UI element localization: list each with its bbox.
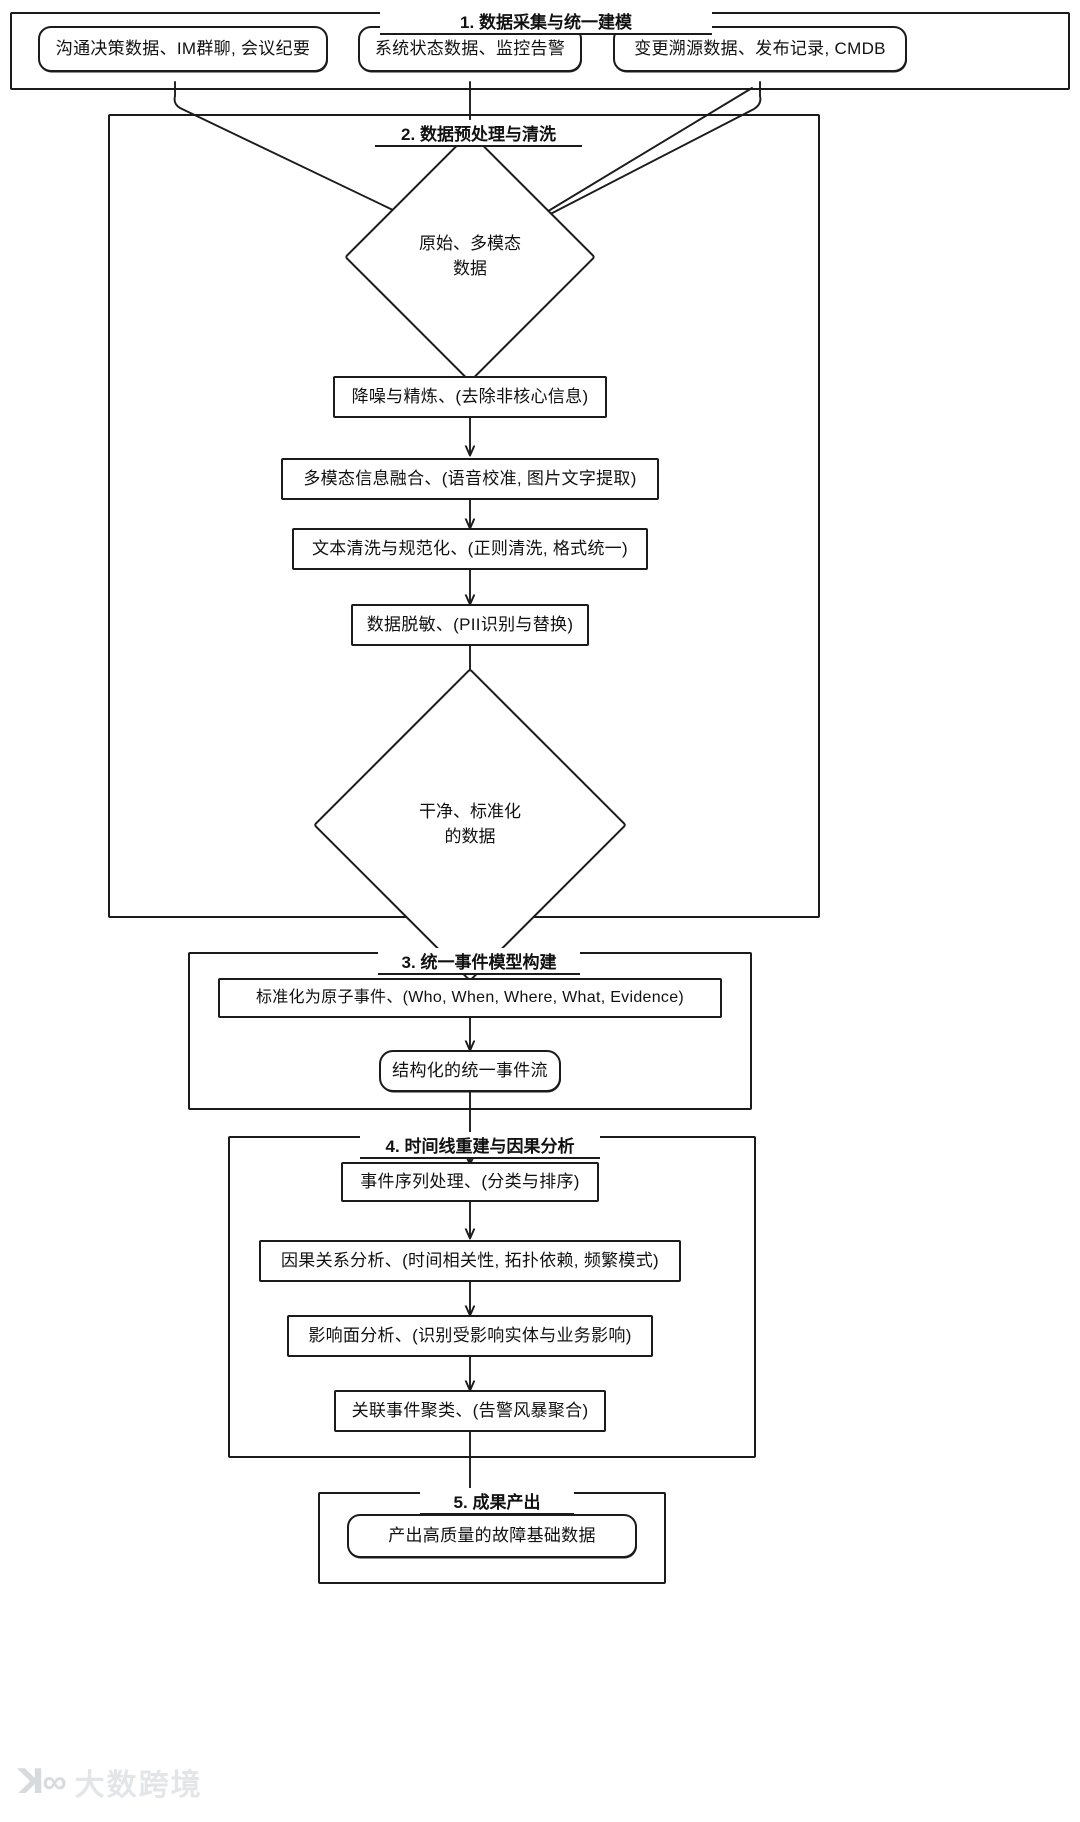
node-communication-data[interactable]: 沟通决策数据、IM群聊, 会议纪要 bbox=[38, 26, 328, 72]
section-1-title: 1. 数据采集与统一建模 bbox=[380, 8, 712, 35]
logo-icon: ꓘ∞ bbox=[18, 1763, 67, 1801]
node-impact-surface-analysis[interactable]: 影响面分析、(识别受影响实体与业务影响) bbox=[287, 1315, 653, 1357]
node-atomic-event-standardization[interactable]: 标准化为原子事件、(Who, When, Where, What, Eviden… bbox=[218, 978, 722, 1018]
watermark-text: 大数跨境 bbox=[74, 1769, 203, 1802]
section-2-title: 2. 数据预处理与清洗 bbox=[375, 120, 582, 147]
section-5-title: 5. 成果产出 bbox=[420, 1488, 574, 1515]
node-high-quality-fault-data[interactable]: 产出高质量的故障基础数据 bbox=[347, 1514, 637, 1558]
node-causal-relationship-analysis[interactable]: 因果关系分析、(时间相关性, 拓扑依赖, 频繁模式) bbox=[259, 1240, 681, 1282]
node-clean-standardized-data-label: 干净、标准化 的数据 bbox=[419, 802, 521, 846]
node-raw-multimodal-data[interactable]: 原始、多模态 数据 bbox=[344, 131, 596, 383]
node-raw-multimodal-data-label: 原始、多模态 数据 bbox=[419, 234, 521, 278]
node-clean-standardized-data[interactable]: 干净、标准化 的数据 bbox=[313, 668, 627, 982]
section-3-title: 3. 统一事件模型构建 bbox=[378, 948, 580, 975]
node-related-event-clustering[interactable]: 关联事件聚类、(告警风暴聚合) bbox=[334, 1390, 606, 1432]
node-event-sequence-processing[interactable]: 事件序列处理、(分类与排序) bbox=[341, 1162, 599, 1202]
node-data-desensitization[interactable]: 数据脱敏、(PII识别与替换) bbox=[351, 604, 589, 646]
watermark: ꓘ∞ 大数跨境 bbox=[18, 1760, 203, 1804]
node-text-cleaning-normalization[interactable]: 文本清洗与规范化、(正则清洗, 格式统一) bbox=[292, 528, 648, 570]
node-denoise-refine[interactable]: 降噪与精炼、(去除非核心信息) bbox=[333, 376, 607, 418]
section-4-title: 4. 时间线重建与因果分析 bbox=[360, 1132, 600, 1159]
node-structured-event-stream[interactable]: 结构化的统一事件流 bbox=[379, 1050, 561, 1092]
node-multimodal-fusion[interactable]: 多模态信息融合、(语音校准, 图片文字提取) bbox=[281, 458, 659, 500]
